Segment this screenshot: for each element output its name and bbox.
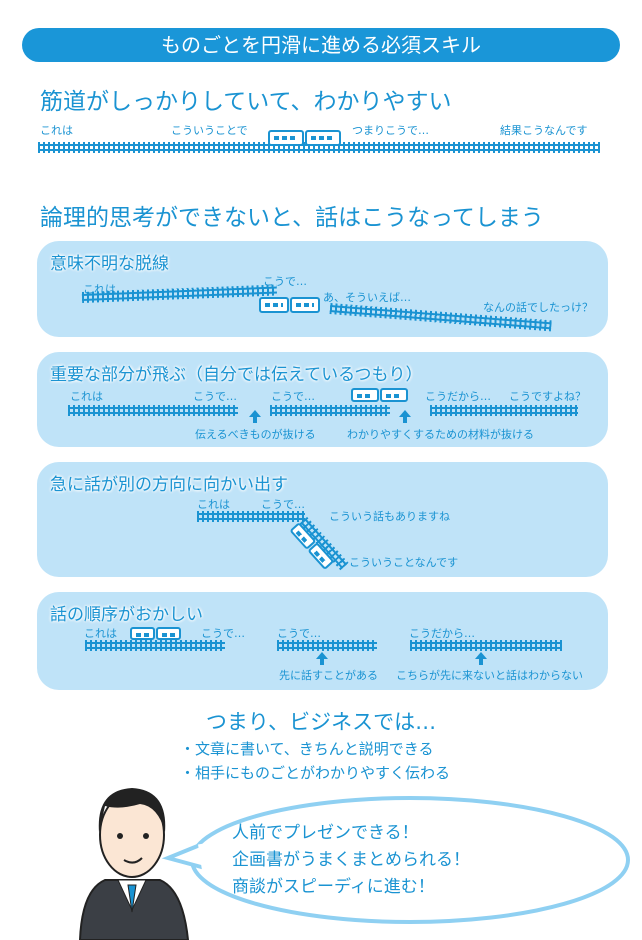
summary-bullet: ・相手にものごとがわかりやすく伝わる <box>180 764 451 782</box>
good-heading: 筋道がしっかりしていて、わかりやすい <box>40 89 452 115</box>
arrow-up-icon <box>316 652 328 665</box>
track-label: 結果こうなんです <box>500 124 588 137</box>
track-label: つまりこうで… <box>352 124 429 137</box>
track-label: こういうことで <box>171 124 248 137</box>
bad-heading: 論理的思考ができないと、話はこうなってしまう <box>40 205 544 231</box>
gap-note: こちらが先に来ないと話はわからない <box>396 669 583 682</box>
railway-track <box>277 640 377 651</box>
gap-note: 伝えるべきものが抜ける <box>195 428 316 441</box>
track-label: こうで… <box>201 627 245 640</box>
track-label: これは <box>197 498 230 511</box>
train-icon <box>351 388 408 402</box>
gap-note: わかりやすくするための材料が抜ける <box>347 428 534 441</box>
track-label: こうで… <box>271 390 315 403</box>
railway-track <box>68 405 238 416</box>
summary-heading: つまり、ビジネスでは… <box>205 710 437 734</box>
bubble-line: 企画書がうまくまとめられる！ <box>232 850 470 870</box>
railway-track <box>430 405 578 416</box>
arrow-up-icon <box>475 652 487 665</box>
bubble-line: 人前でプレゼンできる！ <box>232 823 419 843</box>
railway-track <box>197 511 305 522</box>
panel-direction-change: 急に話が別の方向に向かい出す これは こうで… こういう話もありますね こういう… <box>37 462 608 577</box>
track-label: こうで… <box>261 498 305 511</box>
panel-derailment: 意味不明な脱線 これは こうで… あ、そういえば… なんの話でしたっけ？ <box>37 241 608 337</box>
track-label: こうですよね？ <box>509 390 586 403</box>
summary-bullet: ・文章に書いて、きちんと説明できる <box>180 740 434 758</box>
track-label: なんの話でしたっけ？ <box>483 301 593 314</box>
railway-track <box>270 405 390 416</box>
railway-track <box>410 640 562 651</box>
banner-title: ものごとを円滑に進める必須スキル <box>22 28 620 62</box>
panel-title: 意味不明な脱線 <box>50 254 169 274</box>
arrow-up-icon <box>249 410 261 423</box>
track-label: こうで… <box>193 390 237 403</box>
track-label: こういう話もありますね <box>329 510 450 523</box>
gap-note: 先に話すことがある <box>279 669 378 682</box>
railway-track <box>38 142 600 153</box>
track-label: これは <box>70 390 103 403</box>
track-label: これは <box>84 627 117 640</box>
panel-title: 重要な部分が飛ぶ（自分では伝えているつもり） <box>50 365 423 385</box>
train-icon <box>130 627 181 640</box>
panel-skipping: 重要な部分が飛ぶ（自分では伝えているつもり） これは こうで… こうで… こうだ… <box>37 352 608 447</box>
railway-track <box>85 640 225 651</box>
panel-title: 話の順序がおかしい <box>50 605 203 625</box>
train-icon <box>268 130 341 146</box>
arrow-up-icon <box>399 410 411 423</box>
panel-title: 急に話が別の方向に向かい出す <box>50 475 288 495</box>
track-label: これは <box>40 124 73 137</box>
panel-wrong-order: 話の順序がおかしい これは こうで… こうで… こうだから… 先に話すことがある… <box>37 592 608 690</box>
track-label: こうで… <box>277 627 321 640</box>
track-label: こういうことなんです <box>349 556 459 569</box>
train-icon <box>259 297 320 313</box>
track-label: こうだから… <box>425 390 491 403</box>
businessman-illustration <box>78 788 630 940</box>
track-label: あ、そういえば… <box>323 291 411 304</box>
track-label: こうだから… <box>409 627 475 640</box>
bubble-line: 商談がスピーディに進む！ <box>232 877 435 897</box>
